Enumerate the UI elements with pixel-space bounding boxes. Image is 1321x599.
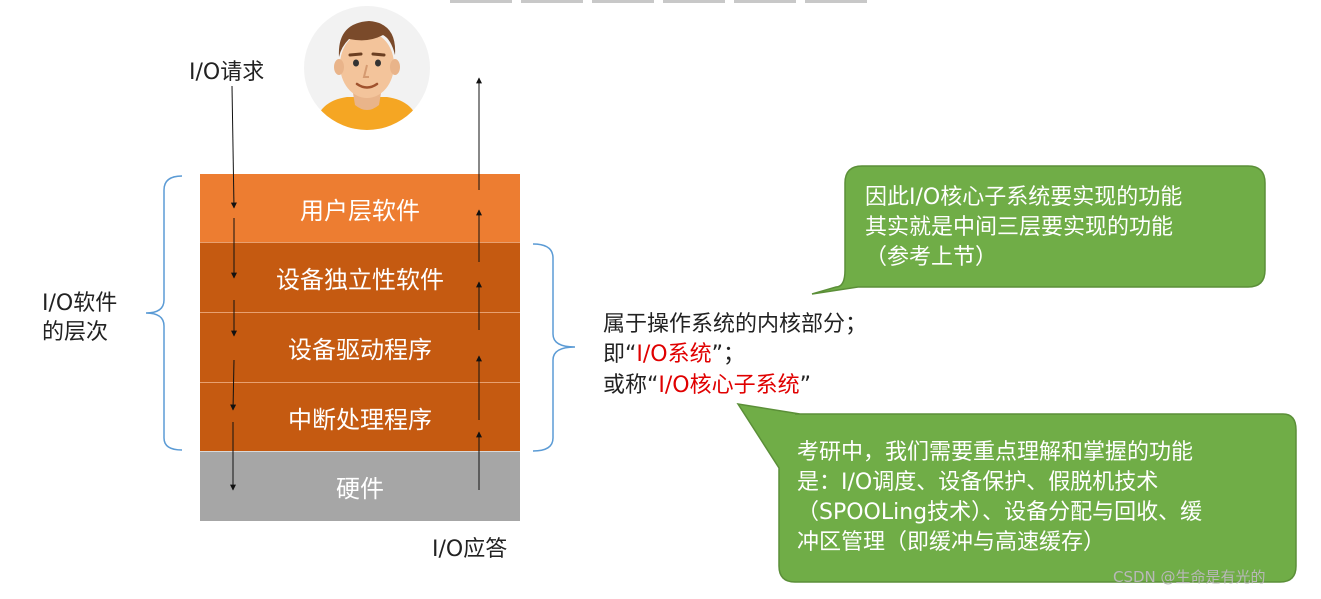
callout-top	[811, 165, 1266, 295]
io-response-label: I/O应答	[432, 537, 508, 562]
right-brace	[532, 243, 576, 452]
io-software-label-line1: I/O软件	[42, 291, 118, 316]
top-bar-5	[734, 0, 796, 3]
top-bar-6	[805, 0, 867, 3]
callout-bottom	[736, 402, 1297, 583]
top-bar-4	[663, 0, 725, 3]
kernel-note-line3-prefix: 或称“	[603, 373, 659, 398]
io-core-subsystem-highlight: I/O核心子系统	[658, 373, 800, 398]
callout-top-line1: 因此I/O核心子系统要实现的功能	[865, 185, 1183, 210]
top-bar-1	[450, 0, 512, 3]
kernel-note-line3: 或称“I/O核心子系统”	[603, 367, 811, 399]
kernel-note-line3-suffix: ”	[799, 373, 812, 398]
layer-device-independent-software: 设备独立性软件	[200, 242, 520, 312]
user-avatar	[304, 6, 430, 130]
callout-top-line3: （参考上节）	[865, 245, 998, 270]
left-brace	[145, 175, 183, 451]
layer-user-software: 用户层软件	[200, 174, 520, 242]
kernel-note-line2: 即“I/O系统”；	[603, 336, 745, 368]
kernel-note-line2-prefix: 即“	[603, 342, 637, 367]
request-arrow-1	[230, 85, 237, 209]
kernel-note-line2-suffix: ”；	[711, 342, 746, 367]
io-request-label: I/O请求	[189, 60, 265, 85]
io-system-highlight: I/O系统	[636, 342, 712, 367]
layer-hardware: 硬件	[200, 451, 520, 521]
request-arrow-4	[230, 359, 237, 411]
callout-top-line2: 其实就是中间三层要实现的功能	[865, 215, 1174, 240]
top-bar-3	[592, 0, 654, 3]
callout-bottom-line4: 冲区管理（即缓冲与高速缓存）	[797, 530, 1106, 555]
callout-bottom-line3: （SPOOLing技术）、设备分配与回收、缓	[797, 500, 1203, 525]
kernel-note-line1: 属于操作系统的内核部分；	[603, 312, 868, 337]
csdn-watermark: CSDN @生命是有光的	[1113, 568, 1266, 586]
callout-bottom-line2: 是：I/O调度、设备保护、假脱机技术	[797, 470, 1159, 495]
io-software-label-line2: 的层次	[42, 320, 109, 345]
layer-interrupt-handler: 中断处理程序	[200, 382, 520, 451]
callout-bottom-line1: 考研中，我们需要重点理解和掌握的功能	[797, 440, 1194, 465]
top-bar-2	[521, 0, 583, 3]
layer-device-driver: 设备驱动程序	[200, 312, 520, 382]
